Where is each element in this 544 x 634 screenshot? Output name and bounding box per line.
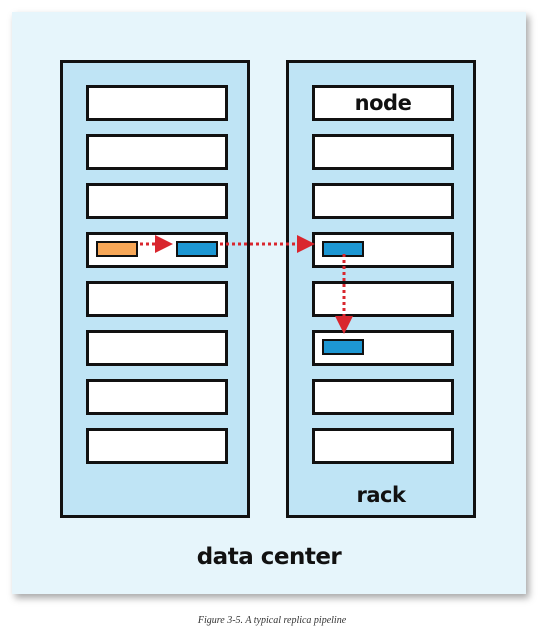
replica-block (176, 241, 218, 257)
node (312, 379, 454, 415)
node (312, 281, 454, 317)
node (86, 379, 228, 415)
rack-left (60, 60, 250, 518)
node (86, 85, 228, 121)
node-source (86, 232, 228, 268)
rack-right: node rack (286, 60, 476, 518)
data-center: node rack data center (12, 12, 526, 594)
node (312, 428, 454, 464)
datacenter-label: data center (196, 544, 342, 570)
node (86, 134, 228, 170)
node (86, 428, 228, 464)
rack-label: rack (356, 483, 406, 507)
node: node (312, 85, 454, 121)
node (312, 183, 454, 219)
node (86, 183, 228, 219)
replica-block (322, 241, 364, 257)
node (86, 281, 228, 317)
figure-caption: Figure 3-5. A typical replica pipeline (197, 615, 347, 626)
node (312, 134, 454, 170)
node (86, 330, 228, 366)
client-block (96, 241, 138, 257)
node-label: node (354, 91, 412, 115)
node-second-replica (312, 232, 454, 268)
replica-block (322, 339, 364, 355)
node-third-replica (312, 330, 454, 366)
